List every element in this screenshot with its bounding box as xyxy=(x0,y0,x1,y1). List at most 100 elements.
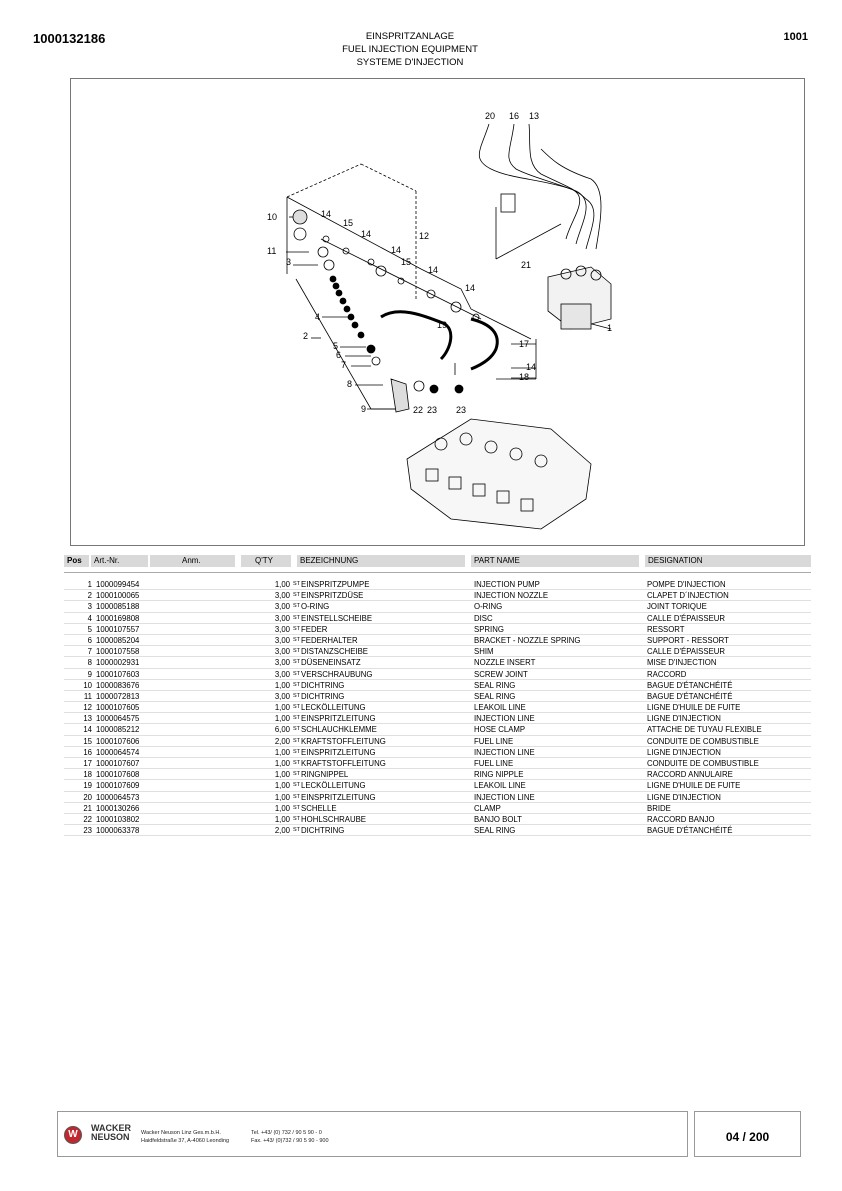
row-unit: ST xyxy=(293,793,301,800)
row-quantity: 3,00 xyxy=(274,613,290,623)
parts-table-header: Pos Art.-Nr. Anm. Q'TY BEZEICHNUNG PART … xyxy=(64,555,811,567)
row-quantity: 1,00 xyxy=(274,814,290,824)
row-name-french: RACCORD ANNULAIRE xyxy=(647,770,733,780)
row-name-german: SCHLAUCHKLEMME xyxy=(301,725,377,735)
row-name-german: FEDER xyxy=(301,624,328,634)
row-unit: ST xyxy=(293,625,301,632)
row-name-english: LEAKOIL LINE xyxy=(474,781,526,791)
row-quantity: 1,00 xyxy=(274,714,290,724)
row-quantity: 2,00 xyxy=(274,736,290,746)
row-name-english: O-RING xyxy=(474,602,503,612)
col-header-bezeichnung: BEZEICHNUNG xyxy=(297,555,465,567)
row-unit: ST xyxy=(293,603,301,610)
row-name-french: CALLE D'ÉPAISSEUR xyxy=(647,613,726,623)
row-article-number: 1000103802 xyxy=(96,814,140,824)
row-name-english: INJECTION LINE xyxy=(474,792,535,802)
row-article-number: 1000002931 xyxy=(96,658,140,668)
row-name-french: LIGNE D'HUILE DE FUITE xyxy=(647,703,741,713)
row-quantity: 1,00 xyxy=(274,759,290,768)
row-unit: ST xyxy=(293,726,301,733)
row-name-german: DISTANZSCHEIBE xyxy=(301,647,369,657)
row-name-english: BANJO BOLT xyxy=(474,814,522,824)
row-quantity: 2,00 xyxy=(274,826,290,836)
row-name-french: LIGNE D'INJECTION xyxy=(647,747,721,757)
row-name-english: SEAL RING xyxy=(474,826,516,836)
row-unit: ST xyxy=(293,681,301,688)
col-header-anm: Anm. xyxy=(150,555,235,567)
row-article-number: 1000085204 xyxy=(96,635,140,645)
row-name-french: MISE D'INJECTION xyxy=(647,658,717,668)
row-article-number: 1000169808 xyxy=(96,613,140,623)
row-article-number: 1000100065 xyxy=(96,591,140,601)
row-article-number: 1000083676 xyxy=(96,680,140,690)
row-article-number: 1000063378 xyxy=(96,826,140,836)
row-pos: 14 xyxy=(83,725,92,735)
row-name-french: LIGNE D'INJECTION xyxy=(647,714,721,724)
row-pos: 22 xyxy=(83,814,92,824)
row-name-english: INJECTION LINE xyxy=(474,747,535,757)
row-quantity: 1,00 xyxy=(274,680,290,690)
row-name-french: CONDUITE DE COMBUSTIBLE xyxy=(647,736,759,746)
row-name-german: KRAFTSTOFFLEITUNG xyxy=(301,759,386,768)
row-unit: ST xyxy=(293,815,301,822)
row-name-german: O-RING xyxy=(301,602,330,612)
row-quantity: 3,00 xyxy=(274,669,290,679)
row-pos: 20 xyxy=(83,792,92,802)
row-unit: ST xyxy=(293,748,301,755)
callout-1: 1 xyxy=(607,323,612,333)
row-unit: ST xyxy=(293,614,301,621)
group-number: 1001 xyxy=(783,31,808,43)
row-quantity: 1,00 xyxy=(274,580,290,589)
row-name-english: DISC xyxy=(474,613,493,623)
brand-line-2: NEUSON xyxy=(91,1132,130,1142)
row-name-french: JOINT TORIQUE xyxy=(647,602,707,612)
callout-22: 22 xyxy=(413,405,423,415)
company-info: Wacker Neuson Linz Ges.m.b.H. Haidfeldst… xyxy=(141,1129,229,1145)
phone-number: Tel. +43/ (0) 732 / 90 5 90 - 0 xyxy=(251,1130,322,1136)
callout-6: 6 xyxy=(336,350,341,360)
title-french: SYSTEME D'INJECTION xyxy=(356,57,464,68)
row-name-english: SHIM xyxy=(474,647,494,657)
row-name-english: RING NIPPLE xyxy=(474,770,524,780)
row-name-german: DICHTRING xyxy=(301,691,345,701)
row-name-french: LIGNE D'HUILE DE FUITE xyxy=(647,781,741,791)
callout-14: 14 xyxy=(361,229,371,239)
col-header-qty: Q'TY xyxy=(241,555,291,567)
section-title: EINSPRITZANLAGE FUEL INJECTION EQUIPMENT… xyxy=(260,30,560,69)
row-name-french: CLAPET D´INJECTION xyxy=(647,591,729,601)
row-unit: ST xyxy=(293,670,301,677)
col-header-pos: Pos xyxy=(64,555,89,567)
row-unit: ST xyxy=(293,636,301,643)
row-article-number: 1000107609 xyxy=(96,781,140,791)
callout-2: 2 xyxy=(303,331,308,341)
row-name-german: DÜSENEINSATZ xyxy=(301,658,361,668)
header-divider xyxy=(64,572,811,573)
col-header-designation: DESIGNATION xyxy=(645,555,811,567)
callout-14: 14 xyxy=(526,362,536,372)
callout-9: 9 xyxy=(361,404,366,414)
row-article-number: 1000064573 xyxy=(96,792,140,802)
row-unit: ST xyxy=(293,592,301,599)
row-name-french: BAGUE D'ÉTANCHÉITÉ xyxy=(647,680,733,690)
row-name-english: HOSE CLAMP xyxy=(474,725,526,735)
row-quantity: 3,00 xyxy=(274,624,290,634)
row-name-english: CLAMP xyxy=(474,803,501,813)
row-quantity: 1,00 xyxy=(274,703,290,713)
row-pos: 1 xyxy=(87,580,92,589)
row-pos: 10 xyxy=(83,680,92,690)
row-pos: 23 xyxy=(83,826,92,836)
row-pos: 8 xyxy=(87,658,92,668)
callout-14: 14 xyxy=(428,265,438,275)
row-article-number: 1000107558 xyxy=(96,647,140,657)
row-name-german: DICHTRING xyxy=(301,826,345,836)
callout-13: 13 xyxy=(529,111,539,121)
row-name-german: FEDERHALTER xyxy=(301,635,358,645)
row-article-number: 1000064574 xyxy=(96,747,140,757)
